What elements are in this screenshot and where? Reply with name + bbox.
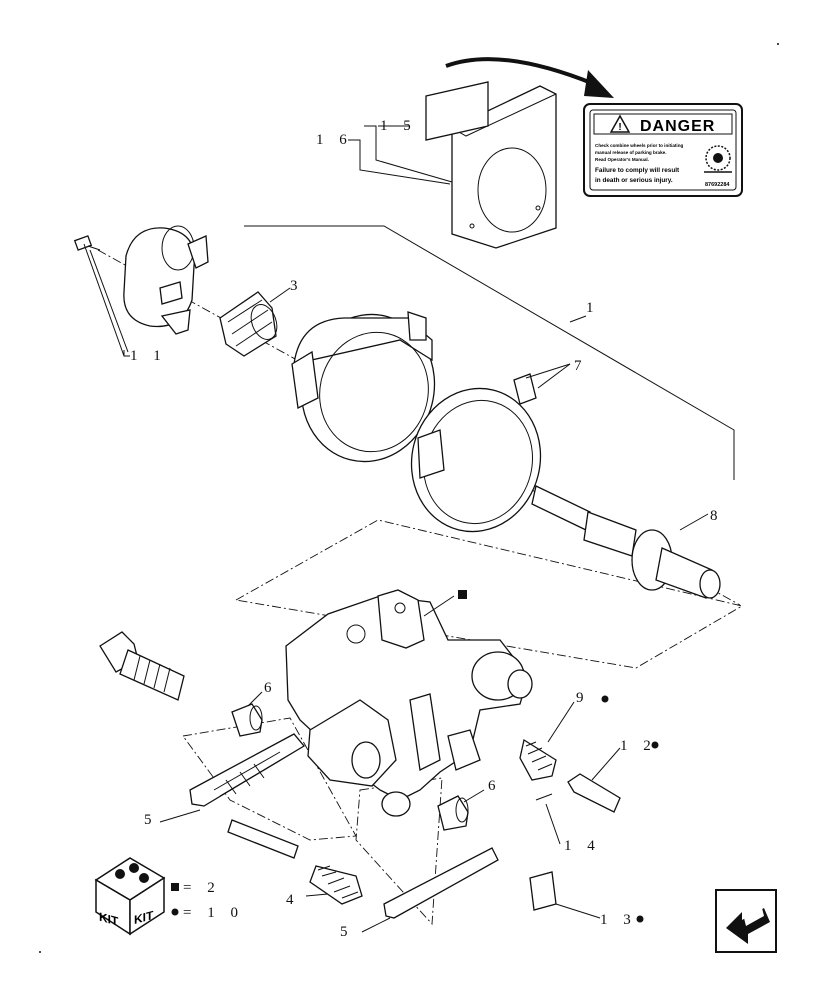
caliper-square-marker xyxy=(458,590,467,599)
callout-6-upper: 6 xyxy=(264,680,278,696)
clevis-pin-part xyxy=(567,773,621,813)
previous-page-arrow-icon xyxy=(726,908,770,944)
guide-pin-part xyxy=(227,819,299,859)
legend-square-icon xyxy=(171,883,179,891)
retaining-clip-part xyxy=(529,871,557,911)
legend-dot-icon xyxy=(171,908,179,916)
danger-part-number: 87692284 xyxy=(705,182,730,188)
bracket-clamp-part xyxy=(123,225,209,335)
callout-5-upper: 5 xyxy=(144,812,158,828)
danger-line-4: Failure to comply will result xyxy=(595,167,680,174)
callout-12-dot-marker xyxy=(651,741,659,749)
kit-text-left: KIT xyxy=(99,910,119,929)
shaft-part xyxy=(531,485,721,599)
callout-11: 1 1 xyxy=(130,348,167,364)
previous-page-button[interactable] xyxy=(715,889,777,953)
friction-ring-part xyxy=(410,373,542,533)
callout-4: 4 xyxy=(286,892,300,908)
svg-text:!: ! xyxy=(618,122,621,133)
legend-dot-value: = 1 0 xyxy=(183,905,244,921)
danger-label: ! DANGER Check combine wheels prior to i… xyxy=(583,103,743,197)
callout-1: 1 xyxy=(586,300,600,316)
callout-14: 1 4 xyxy=(564,838,601,854)
kit-icon: KIT KIT xyxy=(94,857,166,936)
caliper-housing-ring-part xyxy=(291,311,436,463)
decal-part xyxy=(425,81,489,141)
bushing-part-upper xyxy=(231,703,263,737)
bushing-part-lower xyxy=(437,795,469,831)
caliper-bolt-part xyxy=(99,631,185,701)
boot-bellows-part xyxy=(219,291,278,357)
spring-part-9 xyxy=(519,738,557,781)
spring-part-4 xyxy=(309,865,363,905)
kit-text-right: KIT xyxy=(134,908,154,927)
callout-12: 1 2 xyxy=(620,738,657,754)
danger-line-3: Read Operator's Manual. xyxy=(595,157,649,162)
caliper-body-part xyxy=(285,589,533,817)
callout-8: 8 xyxy=(710,508,724,524)
brake-lever-part-lower xyxy=(383,847,499,919)
callout-6-lower: 6 xyxy=(488,778,502,794)
callout-9-dot-marker xyxy=(601,695,609,703)
callout-5-lower: 5 xyxy=(340,924,354,940)
callout-13: 1 3 xyxy=(600,912,637,928)
brake-lever-part-upper xyxy=(189,733,305,807)
danger-line-1: Check combine wheels prior to initiating xyxy=(595,143,684,148)
danger-line-5: in death or serious injury. xyxy=(595,177,673,184)
warning-triangle-icon xyxy=(609,114,631,133)
callout-15: 1 5 xyxy=(380,118,417,134)
callout-7: 7 xyxy=(574,358,588,374)
crush-hazard-icon xyxy=(704,145,732,173)
callout-9: 9 xyxy=(576,690,590,706)
bracket-bolt-part xyxy=(73,235,101,251)
callout-16: 1 6 xyxy=(316,132,353,148)
callout-3: 3 xyxy=(290,278,304,294)
cotter-pin-part xyxy=(535,793,553,801)
danger-header: DANGER xyxy=(640,118,715,135)
legend-square-value: = 2 xyxy=(183,880,221,896)
callout-13-dot-marker xyxy=(636,915,644,923)
danger-line-2: manual release of parking brake. xyxy=(595,150,667,155)
decal-transfer-arrow xyxy=(445,57,595,86)
